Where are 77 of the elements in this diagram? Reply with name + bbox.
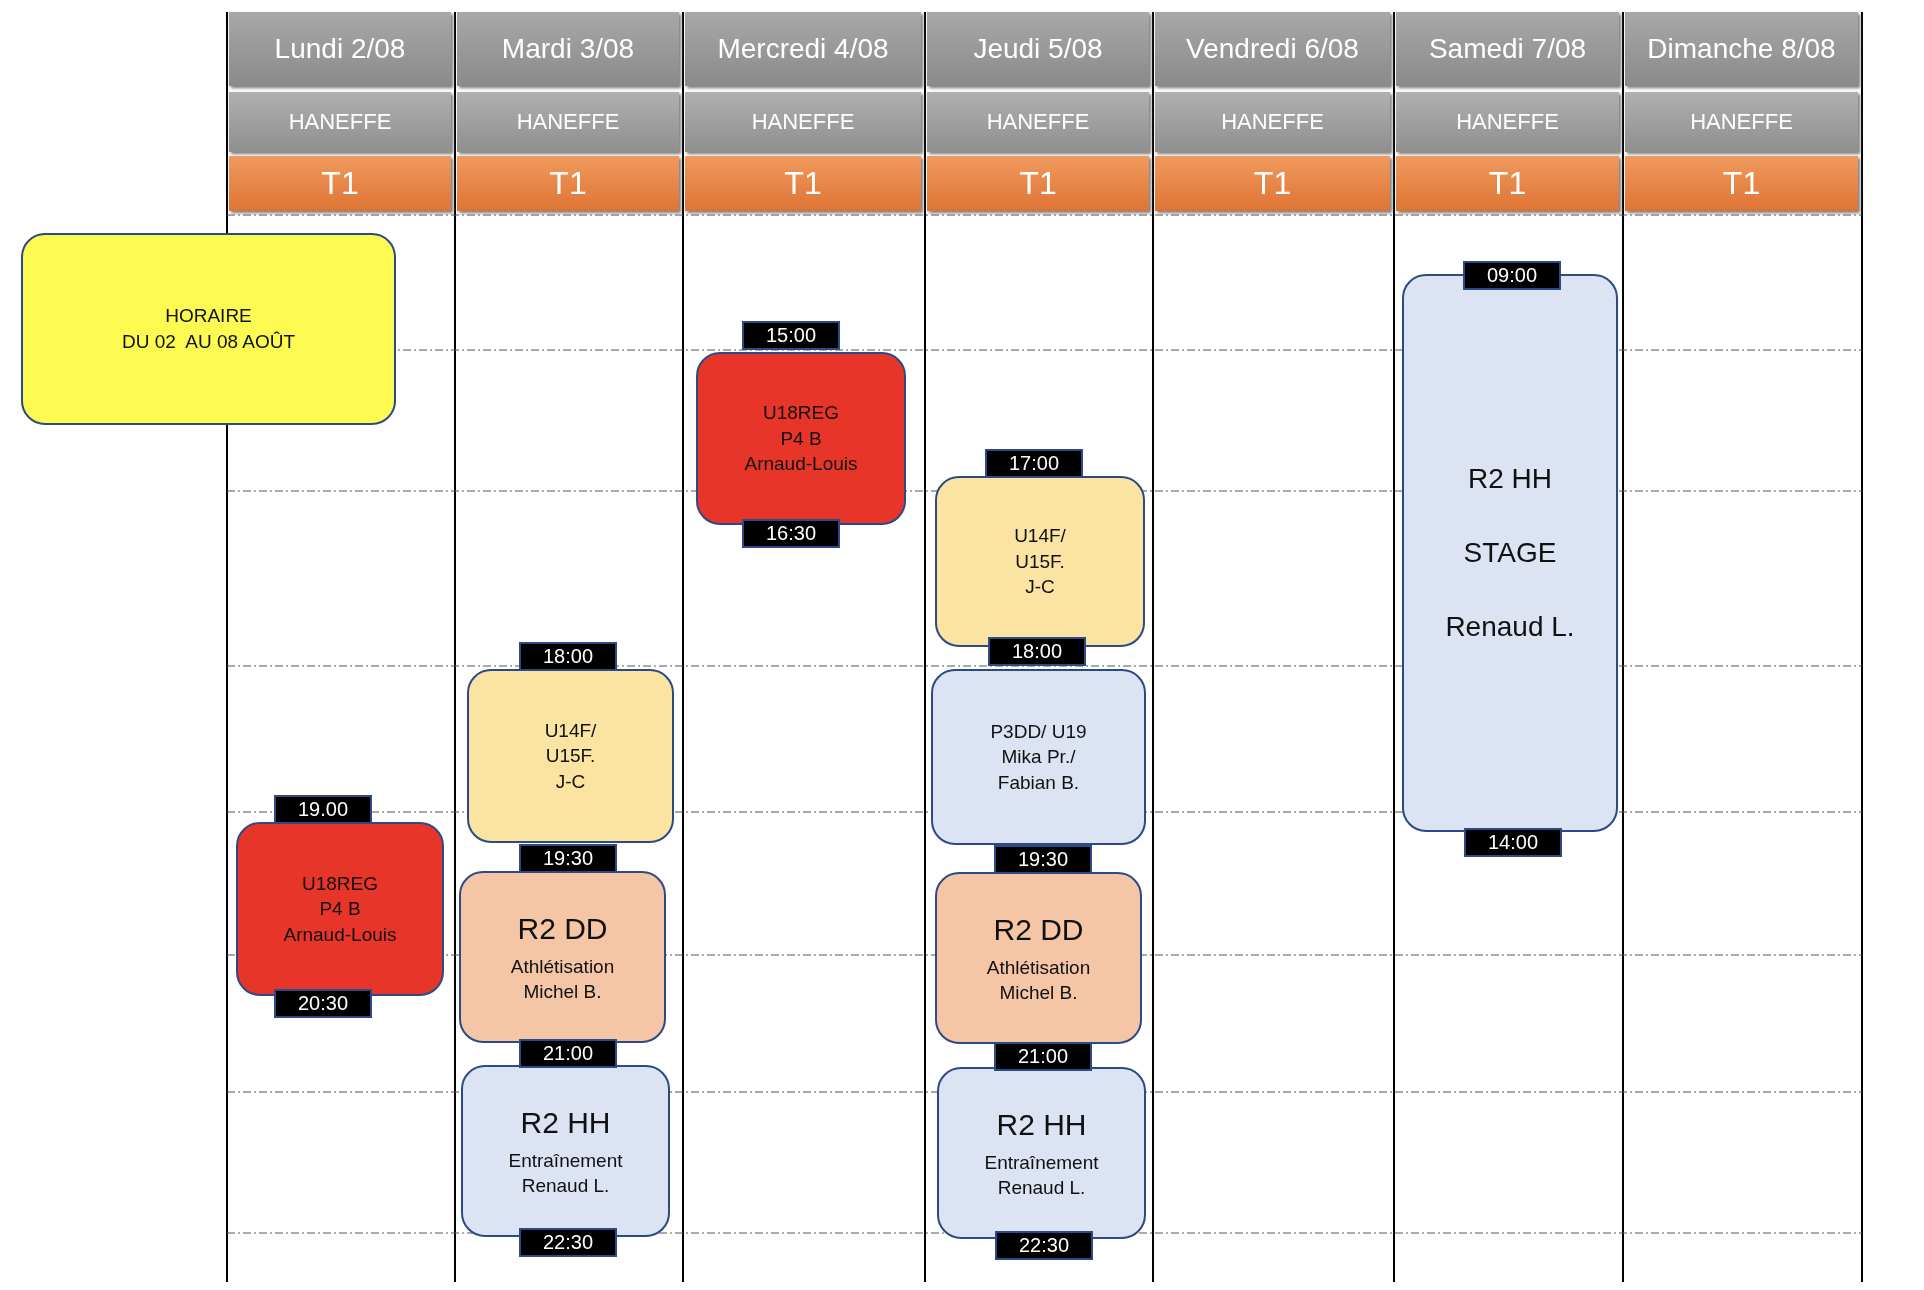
session-text: Entraînement: [984, 1150, 1099, 1175]
session-text: J-C: [555, 769, 586, 794]
court-header: T1: [1625, 156, 1858, 211]
venue-header: HANEFFE: [1625, 92, 1858, 152]
session-text: P3DD/ U19: [990, 719, 1087, 744]
venue-header: HANEFFE: [229, 92, 451, 152]
session-box: [467, 669, 674, 843]
session-text: R2 DD: [993, 912, 1084, 949]
session-text: Mika Pr./: [1001, 745, 1076, 770]
session-box: [931, 669, 1146, 845]
time-tag: 21:00: [519, 1039, 617, 1068]
session-text: Arnaud-Louis: [744, 452, 858, 477]
session-text: Michel B.: [999, 981, 1078, 1006]
session-text: Michel B.: [523, 980, 602, 1005]
session-text: STAGE: [1463, 536, 1557, 571]
session-text: U14F/: [1014, 524, 1066, 549]
time-tag: 09:00: [1463, 261, 1561, 290]
session-text: R2 HH: [1468, 462, 1552, 497]
court-header: T1: [457, 156, 679, 211]
session-text: U15F.: [1015, 549, 1065, 574]
session-box: [459, 871, 666, 1043]
day-header: Jeudi 5/08: [927, 12, 1149, 86]
court-header: T1: [685, 156, 921, 211]
day-header: Mardi 3/08: [457, 12, 679, 86]
session-text: U14F/: [544, 718, 597, 743]
court-header: T1: [927, 156, 1149, 211]
session-text: R2 DD: [517, 911, 608, 948]
time-tag: 19.00: [274, 795, 372, 824]
venue-header: HANEFFE: [1155, 92, 1390, 152]
venue-header: HANEFFE: [685, 92, 921, 152]
session-text: Renaud L.: [997, 1176, 1086, 1201]
day-header: Samedi 7/08: [1396, 12, 1619, 86]
session-text: R2 HH: [520, 1105, 611, 1142]
time-tag: 16:30: [742, 519, 840, 548]
session-box: [461, 1065, 670, 1237]
venue-header: HANEFFE: [1396, 92, 1619, 152]
session-text: HORAIRE: [165, 304, 252, 329]
session-text: Renaud L.: [521, 1174, 610, 1199]
time-tag: 22:30: [519, 1228, 617, 1257]
session-box: [236, 822, 444, 996]
session-box: [696, 352, 906, 525]
day-header: Lundi 2/08: [229, 12, 451, 86]
time-tag: 15:00: [742, 321, 840, 350]
time-tag: 18:00: [519, 642, 617, 671]
session-text: J-C: [1025, 575, 1055, 600]
session-text: Renaud L.: [1445, 609, 1575, 644]
session-text: U15F.: [545, 744, 596, 769]
session-text: Athlétisation: [986, 955, 1091, 980]
time-tag: 14:00: [1464, 828, 1562, 857]
day-header: Vendredi 6/08: [1155, 12, 1390, 86]
session-text: DU 02 AU 08 AOÛT: [121, 330, 296, 354]
time-tag: 19:30: [994, 845, 1092, 874]
session-text: U18REG: [302, 871, 378, 896]
court-header: T1: [1155, 156, 1390, 211]
session-text: Entraînement: [508, 1148, 623, 1173]
session-text: P4 B: [780, 426, 822, 451]
court-header: T1: [229, 156, 451, 211]
session-text: R2 HH: [996, 1107, 1087, 1144]
time-tag: 22:30: [995, 1231, 1093, 1260]
title-box: [21, 233, 396, 425]
day-header: Dimanche 8/08: [1625, 12, 1858, 86]
time-tag: 17:00: [985, 449, 1083, 478]
session-text: Fabian B.: [997, 770, 1080, 795]
session-text: U18REG: [763, 401, 839, 426]
time-tag: 20:30: [274, 989, 372, 1018]
venue-header: HANEFFE: [927, 92, 1149, 152]
session-box: [935, 872, 1142, 1044]
time-tag: 19:30: [519, 844, 617, 873]
time-tag: 18:00: [988, 637, 1086, 666]
day-header: Mercredi 4/08: [685, 12, 921, 86]
time-tag: 21:00: [994, 1042, 1092, 1071]
session-text: P4 B: [319, 897, 361, 922]
venue-header: HANEFFE: [457, 92, 679, 152]
session-text: Athlétisation: [510, 954, 615, 979]
session-box: [937, 1067, 1146, 1239]
session-text: Arnaud-Louis: [283, 922, 397, 947]
court-header: T1: [1396, 156, 1619, 211]
